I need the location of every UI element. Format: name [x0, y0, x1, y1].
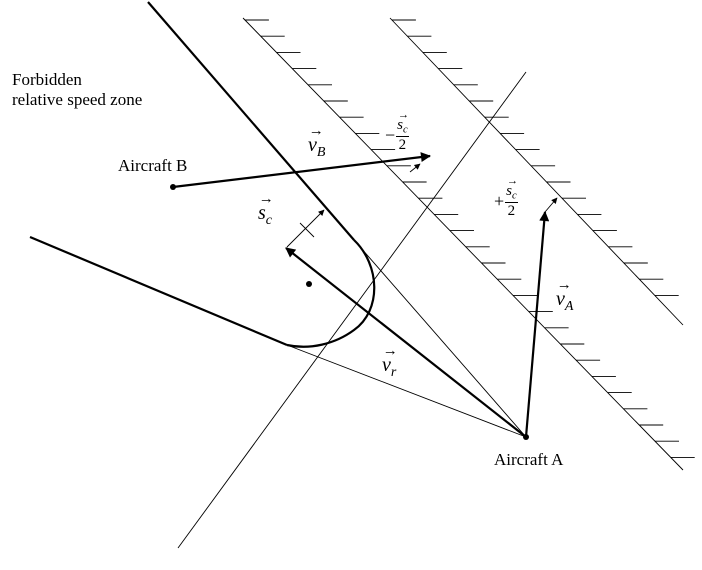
hatching-lower — [391, 19, 679, 296]
forbidden-label-line2: relative speed zone — [12, 89, 143, 109]
v-a-base: v — [556, 277, 572, 311]
cone-boundary-upper — [147, 1, 355, 241]
frac-num-sub-minus: c — [403, 124, 408, 136]
cone-boundary-lower — [29, 235, 288, 347]
frac-num-base-plus: s — [506, 176, 518, 199]
plus-sign: + — [494, 191, 505, 212]
s-c-label: sc — [258, 191, 273, 229]
cone-tangent-lower — [286, 344, 527, 438]
vector-v-b — [172, 152, 431, 189]
v-b-sub: B — [316, 144, 326, 160]
v-r-sub: r — [390, 364, 397, 380]
v-b-base: v — [308, 123, 324, 157]
aircraft-a-point — [523, 434, 529, 440]
aircraft-b-label: Aircraft B — [118, 156, 188, 175]
minus-sign: − — [385, 125, 396, 146]
half-sc-fraction-plus: sc 2 — [505, 176, 518, 220]
forbidden-label-line1: Forbidden — [12, 70, 82, 89]
offset-arrow-plus — [544, 197, 558, 213]
half-sc-fraction-minus: sc 2 — [396, 110, 409, 154]
perpendicular-line — [177, 71, 527, 549]
fraction-numerator-minus: sc — [396, 110, 409, 138]
vector-v-r — [285, 247, 527, 438]
v-a-sub: A — [564, 298, 574, 314]
diagonal-line-upper — [242, 17, 684, 471]
v-r-base: v — [382, 343, 398, 377]
aircraft-a-label: Aircraft A — [494, 450, 564, 469]
offset-arrow-minus — [409, 163, 421, 173]
v-a-label: vA — [556, 277, 574, 315]
hatching-upper — [244, 19, 695, 458]
minus-half-sc-label: − sc 2 — [385, 110, 409, 154]
aircraft-b-point — [170, 184, 176, 190]
sc-tick-mark — [299, 222, 315, 238]
plus-half-sc-label: + sc 2 — [494, 176, 518, 220]
cone-tangent-upper — [353, 239, 527, 438]
frac-num-base-minus: s — [397, 110, 409, 133]
fraction-denominator-minus: 2 — [398, 137, 407, 154]
rounded-zone-cap — [286, 239, 376, 348]
forbidden-zone-label: Forbidden relative speed zone — [12, 70, 142, 109]
v-r-label: vr — [382, 343, 398, 381]
v-b-label: vB — [308, 123, 326, 161]
vector-v-a — [524, 211, 550, 438]
s-c-base: s — [258, 191, 273, 225]
zone-center-point — [306, 281, 312, 287]
diagonal-line-lower — [389, 17, 684, 326]
s-c-sub: c — [265, 212, 273, 228]
fraction-numerator-plus: sc — [505, 176, 518, 204]
fraction-denominator-plus: 2 — [507, 203, 516, 220]
frac-num-sub-plus: c — [512, 190, 517, 202]
